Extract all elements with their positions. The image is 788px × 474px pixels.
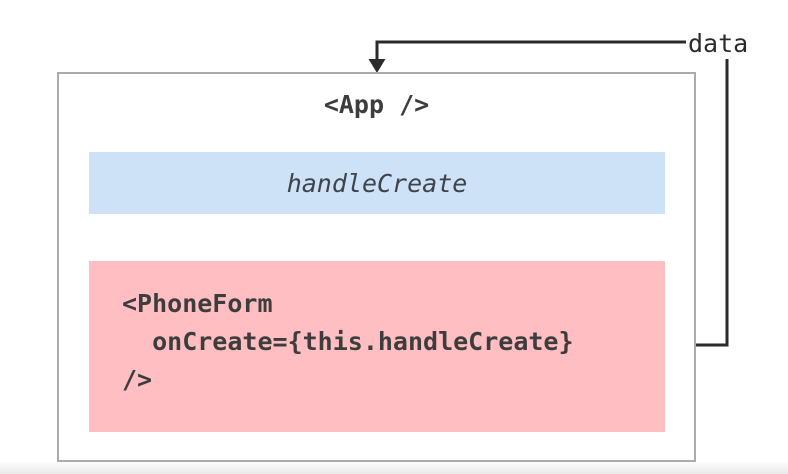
phoneform-code-block: <PhoneForm onCreate={this.handleCreate} … <box>122 285 574 399</box>
data-to-app-arrowhead-icon <box>368 59 386 73</box>
data-flow-label: data <box>688 29 749 58</box>
handle-create-label: handleCreate <box>286 168 468 198</box>
phoneform-component-box: <PhoneForm onCreate={this.handleCreate} … <box>89 261 665 432</box>
handle-create-box: handleCreate <box>89 152 665 214</box>
phoneform-code-line-2: onCreate={this.handleCreate} <box>122 327 574 356</box>
data-to-app-connector-line <box>375 40 686 60</box>
app-component-title: <App /> <box>323 90 430 119</box>
app-component-box: <App /> handleCreate <PhoneForm onCreate… <box>57 72 696 462</box>
phoneform-code-line-3: /> <box>122 365 153 394</box>
page-bottom-edge <box>0 462 788 474</box>
phoneform-code-line-1: <PhoneForm <box>122 289 273 318</box>
